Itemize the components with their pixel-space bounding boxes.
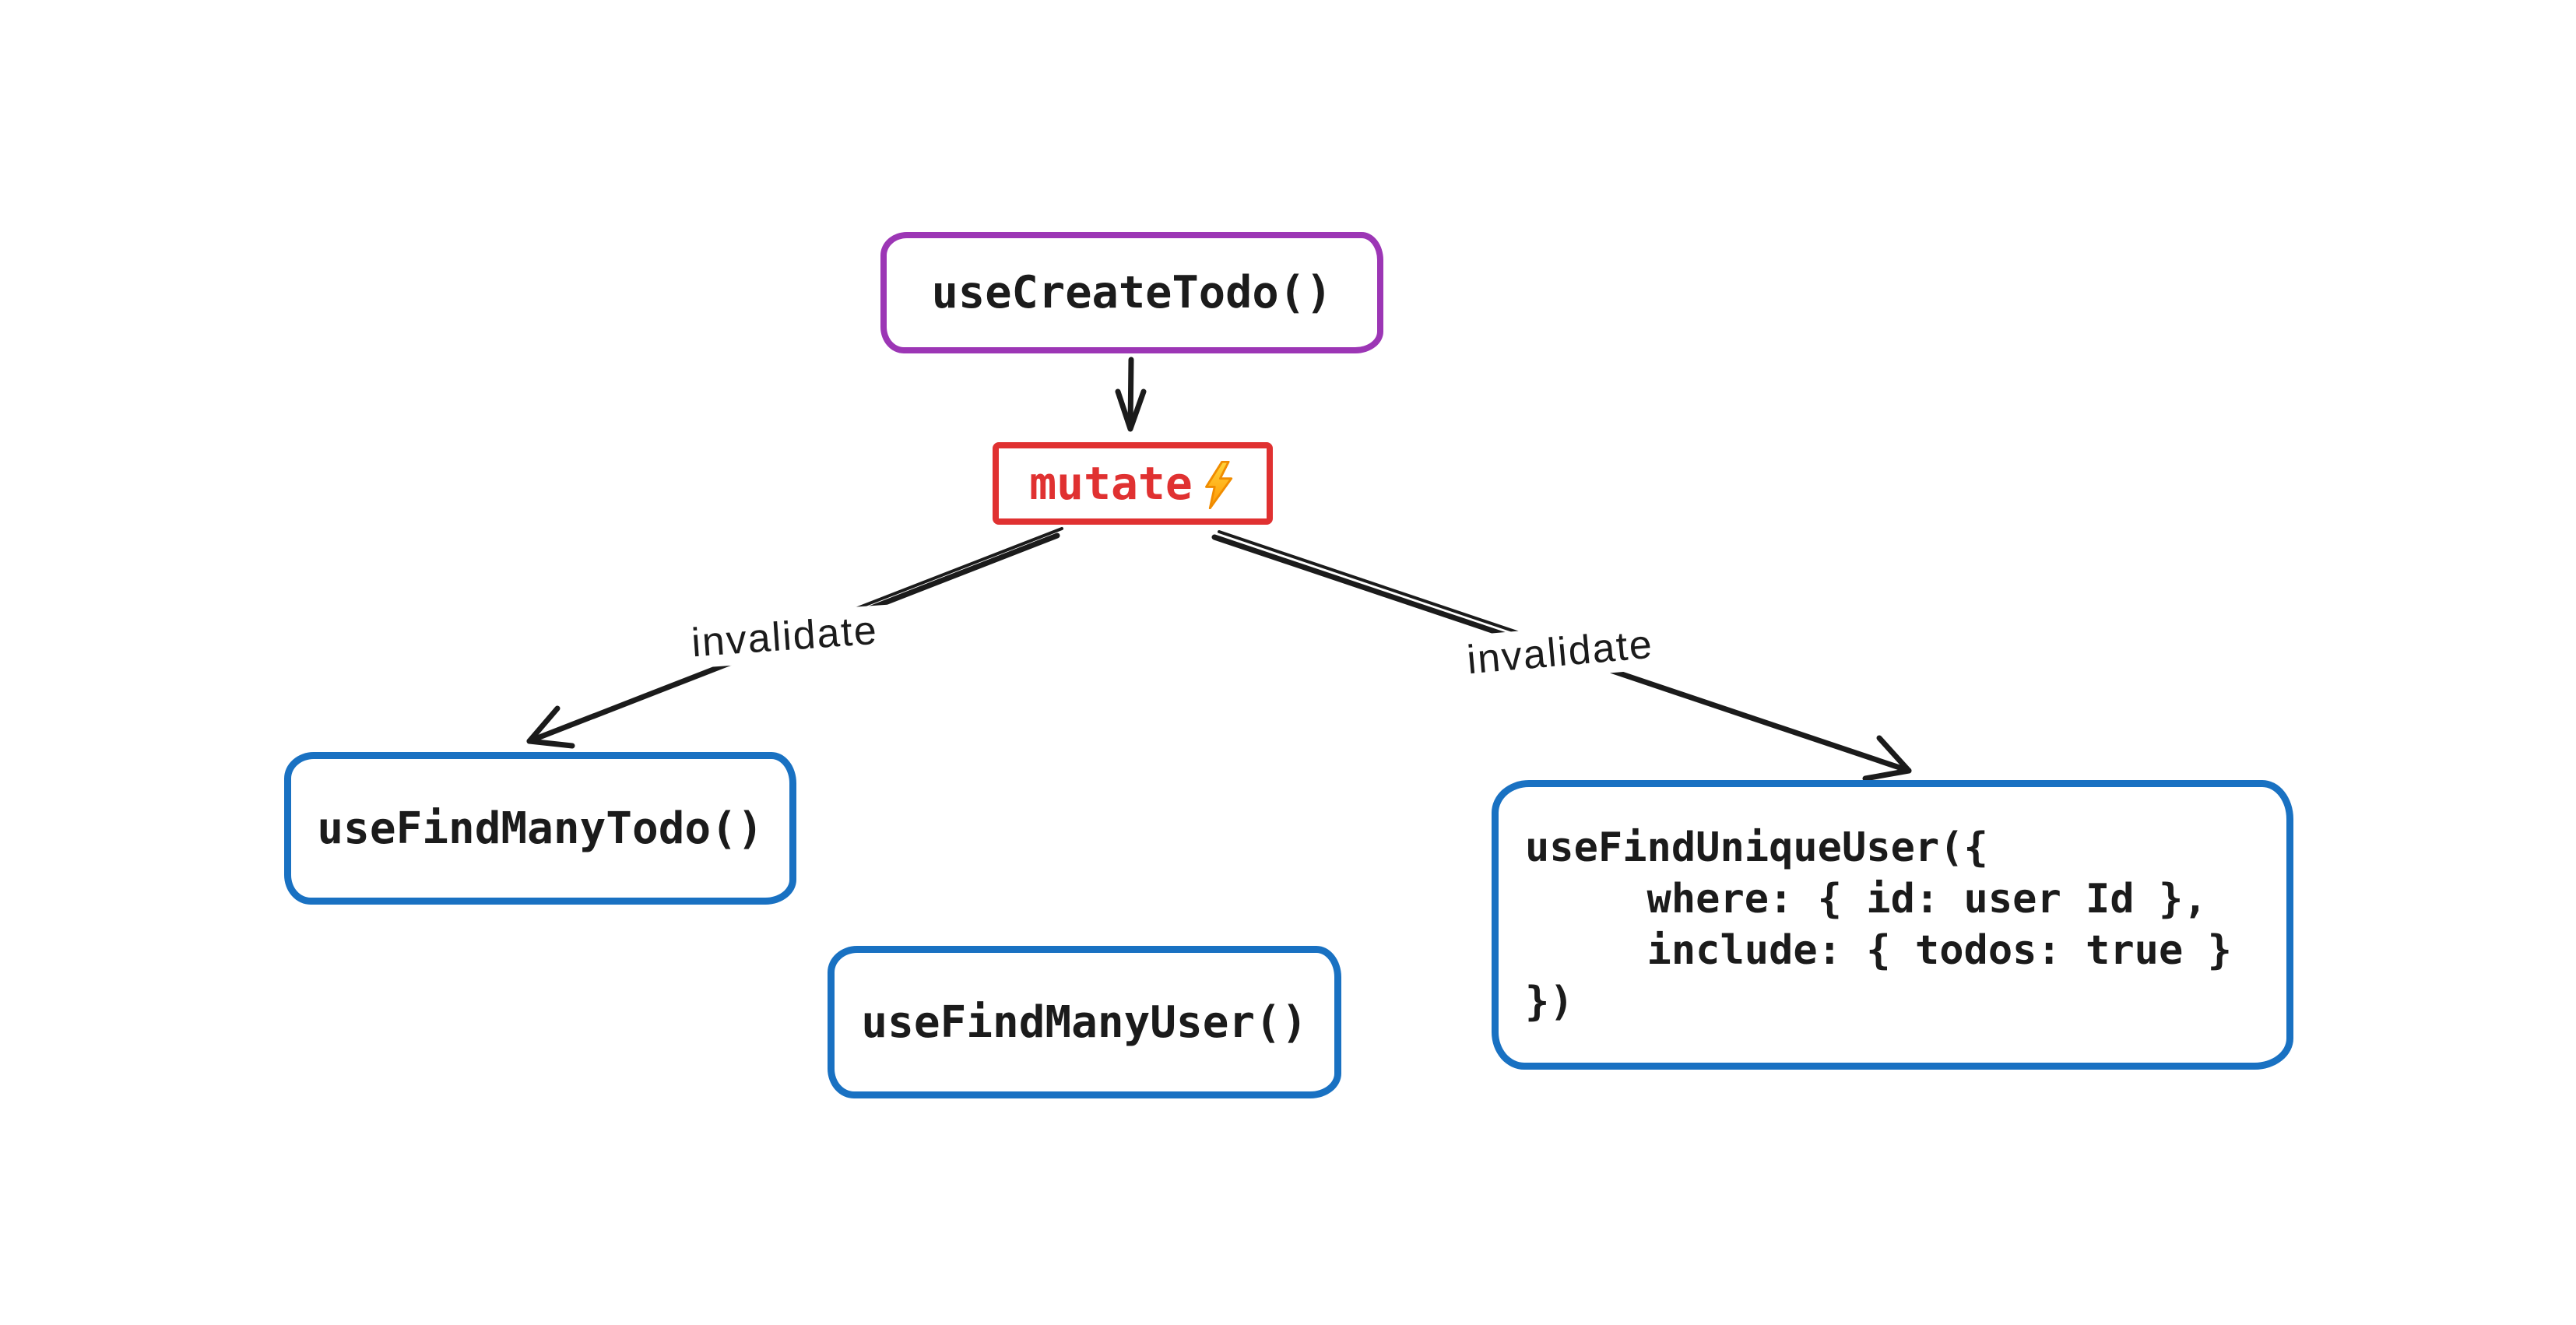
code-line-4: }): [1525, 979, 1574, 1025]
node-use-find-many-todo: useFindManyTodo(): [284, 752, 796, 905]
node-use-find-many-todo-label: useFindManyTodo(): [317, 803, 764, 854]
node-use-find-many-user: useFindManyUser(): [828, 946, 1341, 1098]
code-line-3: include: { todos: true }: [1525, 927, 2232, 974]
code-line-1: useFindUniqueUser({: [1525, 824, 1988, 871]
node-mutate-label: mutate: [1029, 457, 1193, 510]
node-use-find-many-user-label: useFindManyUser(): [861, 996, 1308, 1048]
arrow-create-to-mutate: [1127, 357, 1134, 431]
node-use-find-unique-user: useFindUniqueUser({ where: { id: user Id…: [1492, 780, 2293, 1070]
node-mutate: mutate: [993, 442, 1273, 525]
arrow-mutate-to-findmanytodo-head: [526, 705, 575, 749]
arrow-mutate-to-finduniqueuser-head: [1862, 735, 1912, 782]
node-use-create-todo: useCreateTodo(): [880, 232, 1383, 353]
edge-label-invalidate-right: invalidate: [1452, 618, 1668, 687]
code-line-2: where: { id: user Id },: [1525, 876, 2208, 923]
node-use-create-todo-label: useCreateTodo(): [931, 267, 1333, 318]
edge-label-invalidate-left: invalidate: [677, 604, 892, 670]
arrow-create-to-mutate-head: [1115, 388, 1147, 432]
lightning-bolt-icon: [1204, 461, 1232, 509]
